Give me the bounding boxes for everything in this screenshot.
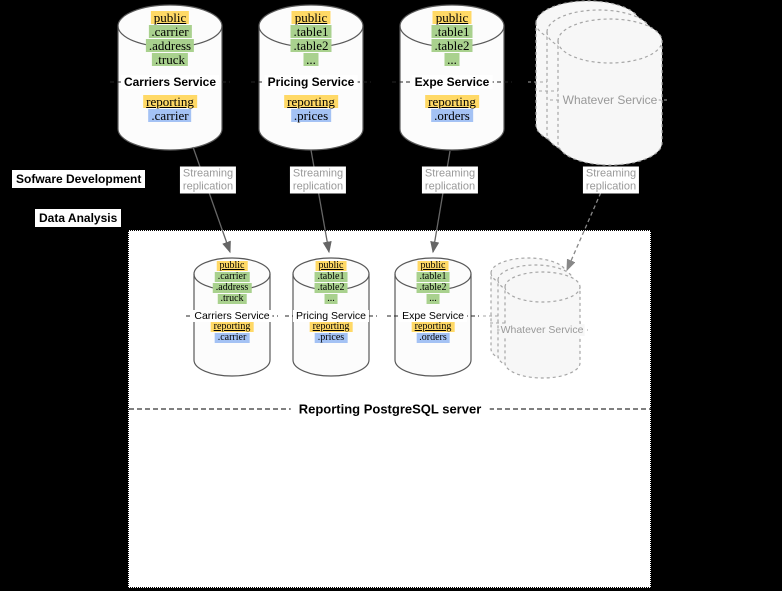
streaming-replication-arrow-whatever	[566, 166, 613, 272]
cylinder-pricing-source	[258, 4, 364, 151]
cylinder-whatever-reporting-layer3	[504, 271, 581, 379]
cylinder-carriers-source	[117, 4, 223, 151]
cylinder-whatever-source-layer3	[557, 18, 663, 166]
cylinder-expe-reporting	[394, 257, 472, 377]
streaming-replication-arrow-carriers	[192, 146, 231, 254]
cylinder-pricing-reporting	[292, 257, 370, 377]
streaming-replication-arrow-expe	[430, 150, 451, 254]
cylinder-expe-source	[399, 4, 505, 151]
cylinder-carriers-reporting	[193, 257, 271, 377]
streaming-replication-arrow-pricing	[310, 149, 332, 254]
